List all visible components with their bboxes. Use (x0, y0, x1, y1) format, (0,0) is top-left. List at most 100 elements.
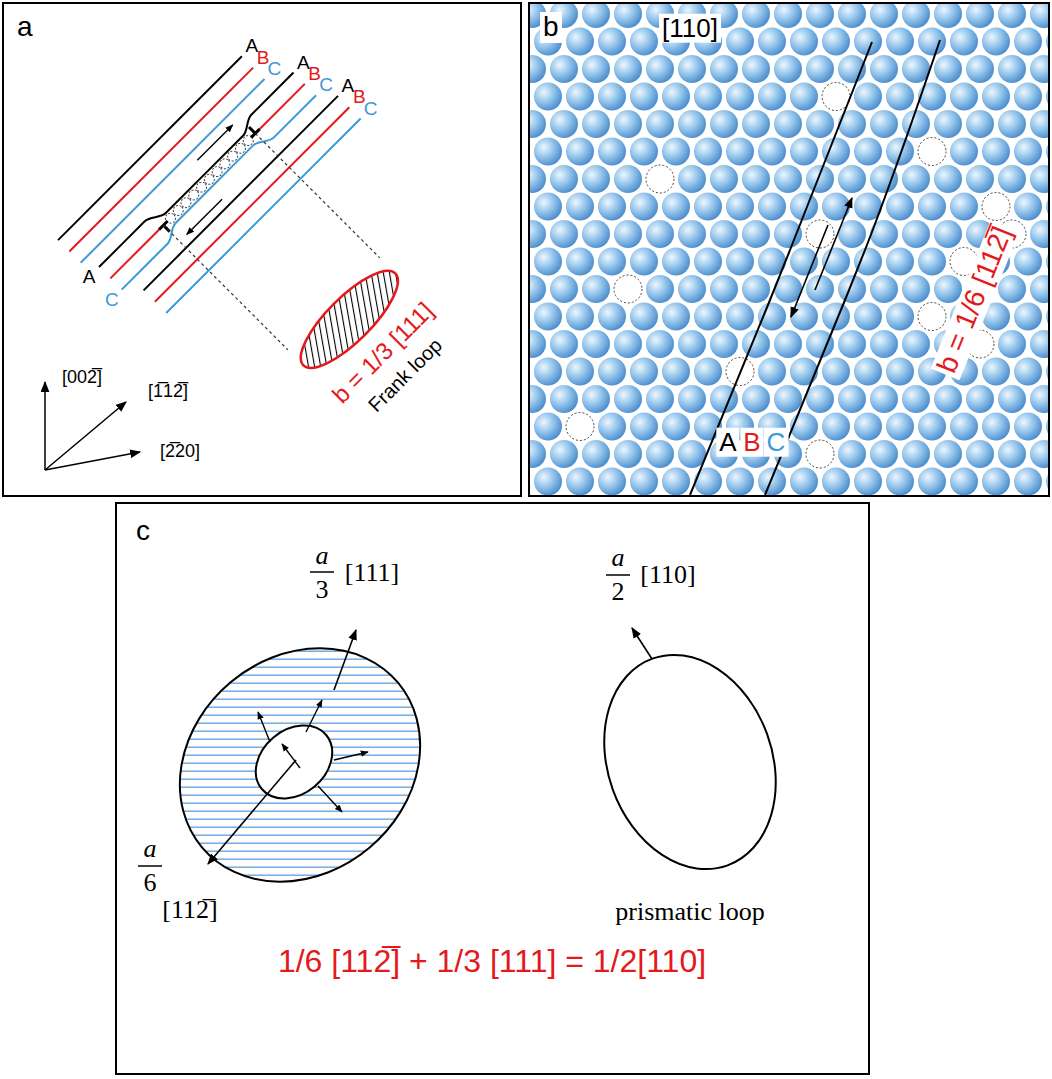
atom (582, 220, 610, 248)
plane-letter: A (716, 428, 739, 457)
vacancy (614, 275, 642, 303)
atomic-plane (155, 107, 349, 301)
panel-letter: c (133, 516, 153, 547)
atom (934, 4, 962, 28)
outward-arrow (258, 712, 270, 742)
atom (934, 440, 962, 468)
atom (710, 165, 738, 193)
atom (662, 358, 690, 386)
direction-label: [110] (659, 14, 721, 43)
atom (966, 165, 994, 193)
atom (662, 138, 690, 166)
atom (838, 440, 866, 468)
atom (966, 440, 994, 468)
fraction-part: 6 (144, 869, 157, 898)
figure-panel: a (2, 2, 522, 497)
atom (790, 358, 818, 386)
atom (966, 4, 994, 28)
atom (646, 385, 674, 413)
atom (530, 385, 546, 413)
atom (630, 28, 658, 56)
atom (726, 28, 754, 56)
atom (918, 413, 946, 441)
atom (902, 4, 930, 28)
atom (550, 440, 578, 468)
atom (662, 83, 690, 111)
atom (806, 165, 834, 193)
inner-arrow (282, 744, 300, 768)
atom (694, 193, 722, 221)
atom (1030, 440, 1048, 468)
atom (694, 358, 722, 386)
atom (662, 303, 690, 331)
atom (918, 468, 946, 496)
atom (822, 193, 850, 221)
atom (1014, 28, 1042, 56)
atom (854, 413, 882, 441)
atom (870, 275, 898, 303)
atom (726, 248, 754, 276)
atom (790, 413, 818, 441)
atom (534, 413, 562, 441)
axis-label: [2̅20] (160, 442, 200, 462)
atom (1030, 220, 1048, 248)
atom (854, 358, 882, 386)
atom (710, 55, 738, 83)
atom (742, 220, 770, 248)
atom (534, 303, 562, 331)
atom (806, 55, 834, 83)
atom (806, 110, 834, 138)
fraction-bar (138, 865, 162, 867)
projection-line (255, 133, 379, 257)
atom (598, 83, 626, 111)
atom (566, 358, 594, 386)
atom (1014, 138, 1042, 166)
axis-label: [1̅12̅] (148, 382, 188, 402)
atom (1030, 385, 1048, 413)
atom (678, 55, 706, 83)
atom (1046, 193, 1048, 221)
atom (966, 385, 994, 413)
atom (646, 220, 674, 248)
atom (790, 138, 818, 166)
atom (870, 55, 898, 83)
figure-panel: b (528, 2, 1050, 497)
atom (870, 385, 898, 413)
atom (1046, 138, 1048, 166)
atom (822, 413, 850, 441)
atom (758, 83, 786, 111)
atom (950, 413, 978, 441)
atom (530, 330, 546, 358)
atom (598, 28, 626, 56)
atom (550, 165, 578, 193)
atom (1014, 413, 1042, 441)
atom (678, 385, 706, 413)
line-arrow (197, 125, 232, 160)
atom (1030, 275, 1048, 303)
frank-loop-ring (133, 600, 468, 930)
atom (838, 385, 866, 413)
atom (726, 83, 754, 111)
panel-letter: a (14, 12, 36, 43)
atom (1046, 248, 1048, 276)
atom (774, 385, 802, 413)
atomic-plane (110, 226, 162, 278)
atom (982, 28, 1010, 56)
atom (566, 468, 594, 496)
atom (694, 83, 722, 111)
atom (566, 83, 594, 111)
atom (1030, 165, 1048, 193)
projection-line (163, 225, 287, 349)
atomic-plane (144, 96, 338, 290)
burgers-vector: b = 1/6 [112̅] (931, 220, 1020, 380)
atom (582, 330, 610, 358)
plane-letter: B (308, 64, 321, 85)
atom (598, 303, 626, 331)
atom (886, 83, 914, 111)
atom (854, 248, 882, 276)
atom (934, 220, 962, 248)
atom (662, 193, 690, 221)
atom (982, 138, 1010, 166)
atom (726, 138, 754, 166)
atom (742, 55, 770, 83)
